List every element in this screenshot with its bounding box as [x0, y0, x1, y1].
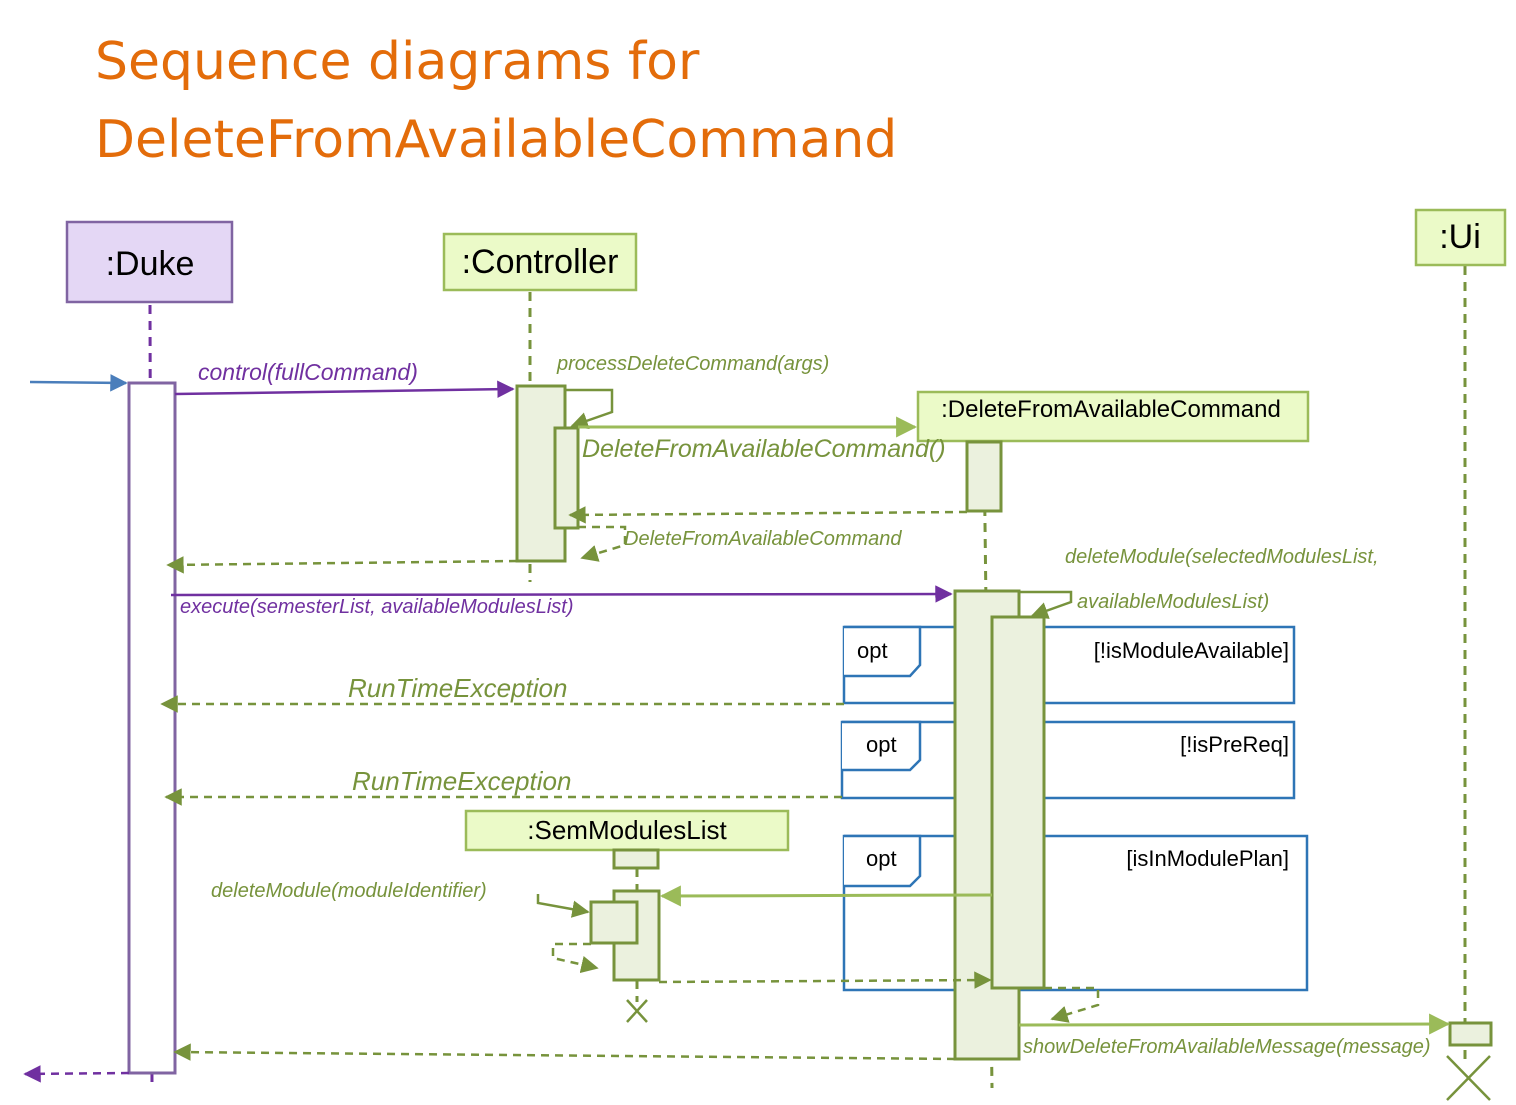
delete-command-nested-return-arrow [1044, 986, 1100, 1023]
show-message-label: showDeleteFromAvailableMessage(message) [1023, 1036, 1431, 1058]
control-message-arrow [174, 380, 515, 398]
participant-sem-modules-list: :SemModulesList [464, 809, 790, 852]
process-delete-self-call-arrow [565, 388, 614, 430]
runtime-exception-2-label: RunTimeException [352, 766, 571, 796]
control-message-label: control(fullCommand) [198, 359, 418, 385]
delete-module-label-line-2: availableModulesList) [1077, 591, 1269, 613]
execute-message-arrow [170, 585, 953, 603]
show-message-arrow [1018, 1013, 1451, 1035]
delete-module-identifier-self-call-arrow [536, 894, 590, 918]
page-title-line-1: Sequence diagrams for [95, 32, 700, 92]
process-delete-message-label: processDeleteCommand(args) [556, 353, 829, 375]
delete-command-nested-activation [990, 615, 1046, 990]
opt-fragment-1-guard: [!isModuleAvailable] [1094, 638, 1289, 663]
ui-destroy-mark [1446, 1055, 1491, 1101]
opt-fragment-2-operator: opt [866, 732, 897, 757]
participant-delete-command-label: :DeleteFromAvailableCommand [941, 396, 1281, 423]
opt-fragment-2-guard: [!isPreReq] [1180, 732, 1289, 757]
opt-fragment-3-operator: opt [866, 846, 897, 871]
opt-fragment-1: opt [!isModuleAvailable] [842, 625, 1296, 705]
controller-return-arrow [166, 556, 518, 574]
delete-module-identifier-call-arrow [659, 885, 993, 907]
delete-module-label-line-1: deleteModule(selectedModulesList, [1065, 546, 1379, 568]
participant-controller: :Controller [442, 232, 638, 292]
opt-fragment-3: opt [isInModulePlan] [842, 834, 1309, 992]
controller-nested-activation [553, 426, 580, 530]
sem-modules-list-creation-box [612, 848, 660, 870]
participant-delete-command: :DeleteFromAvailableCommand [916, 390, 1310, 443]
execute-return-arrow [173, 1043, 956, 1061]
execute-message-label: execute(semesterList, availableModulesLi… [180, 596, 574, 618]
participant-sem-modules-list-label: :SemModulesList [527, 815, 727, 845]
opt-fragment-3-guard: [isInModulePlan] [1126, 846, 1289, 871]
constructor-return-label: DeleteFromAvailableCommand [624, 528, 902, 550]
sem-modules-list-nested-activation [589, 900, 639, 945]
runtime-exception-1-label: RunTimeException [348, 673, 567, 703]
participant-duke-label: :Duke [106, 245, 195, 283]
delete-module-identifier-label: deleteModule(moduleIdentifier) [211, 880, 487, 902]
participant-ui-label: :Ui [1439, 218, 1481, 256]
entry-arrow [29, 374, 128, 392]
ui-activation [1448, 1021, 1493, 1047]
participant-duke: :Duke [65, 220, 234, 304]
constructor-return-arrow [568, 506, 968, 524]
sem-modules-list-destroy-mark [626, 999, 648, 1023]
delete-module-self-call-arrow [1019, 590, 1073, 619]
constructor-message-label: DeleteFromAvailableCommand() [582, 435, 946, 463]
delete-command-constructor-activation [965, 440, 1003, 513]
sem-modules-nested-return-arrow [551, 942, 599, 974]
opt-fragment-1-operator: opt [857, 638, 888, 663]
opt-fragment-2: opt [!isPreReq] [840, 720, 1296, 800]
constructor-return-self-arrow [578, 525, 627, 562]
exit-return-arrow [23, 1065, 130, 1083]
participant-controller-label: :Controller [462, 243, 619, 281]
duke-activation [127, 381, 177, 1075]
participant-ui: :Ui [1414, 208, 1507, 267]
page-title-line-2: DeleteFromAvailableCommand [95, 110, 898, 170]
sem-modules-list-return-arrow [658, 971, 992, 989]
